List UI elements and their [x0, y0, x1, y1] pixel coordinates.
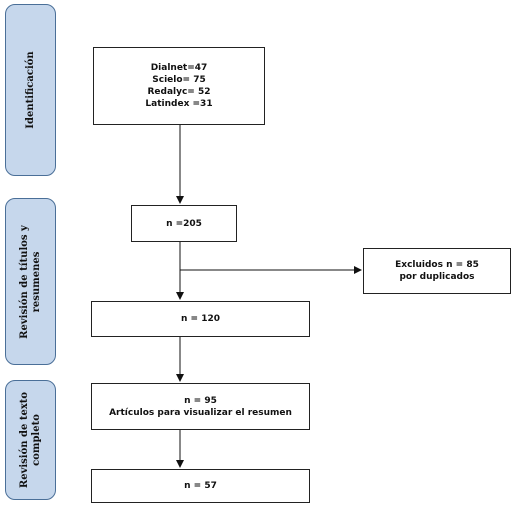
excluded-reason: por duplicados: [399, 272, 475, 282]
sources-box: Dialnet=47 Scielo= 75 Redalyc= 52 Latind…: [93, 47, 265, 125]
screened-records-box: n = 120: [91, 301, 310, 337]
abstract-review-box: n = 95 Artículos para visualizar el resu…: [91, 383, 310, 430]
source-dialnet: Dialnet=47: [150, 63, 208, 73]
excluded-count: Excluidos n = 85: [395, 260, 479, 270]
final-included-box: n = 57: [91, 469, 310, 503]
source-latindex: Latindex =31: [145, 99, 213, 109]
abstract-description: Artículos para visualizar el resumen: [109, 407, 292, 418]
stage-identification: Identificación: [5, 4, 56, 176]
source-redalyc: Redalyc= 52: [147, 87, 211, 97]
total-records-count: n =205: [166, 218, 202, 229]
final-count: n = 57: [184, 481, 217, 491]
excluded-duplicates-box: Excluidos n = 85 por duplicados: [363, 248, 511, 294]
source-scielo: Scielo= 75: [152, 75, 206, 85]
stage-full-text-review: Revisión de texto completo: [5, 380, 56, 500]
stage-title-abstract-review: Revisión de títulos y resumenes: [5, 198, 56, 365]
abstract-count: n = 95: [184, 395, 217, 406]
screened-count: n = 120: [180, 314, 220, 324]
total-records-box: n =205: [131, 205, 237, 242]
